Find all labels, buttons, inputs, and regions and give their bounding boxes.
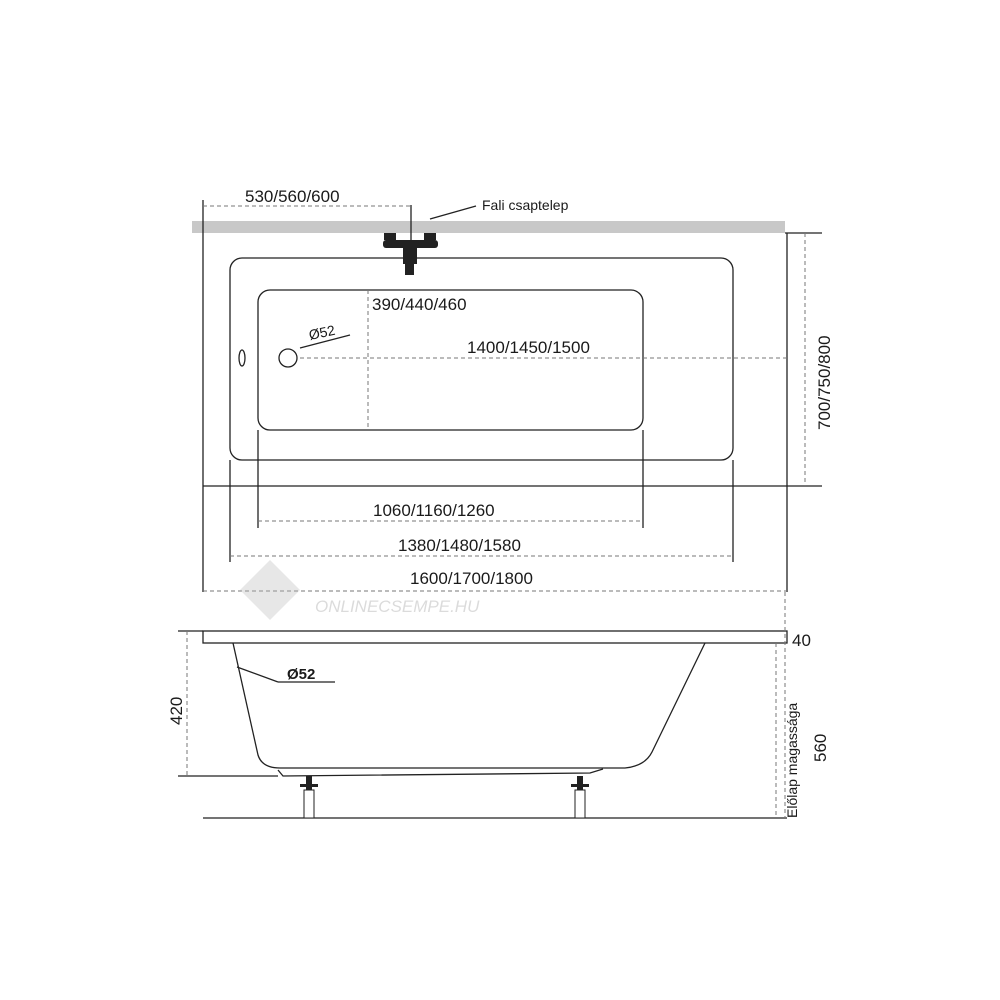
svg-text:ONLINECSEMPE.HU: ONLINECSEMPE.HU xyxy=(315,597,480,616)
overflow-icon xyxy=(238,349,246,367)
drain-icon xyxy=(278,348,298,368)
tub-rim-outline xyxy=(229,257,734,461)
tub-height-label: 420 xyxy=(167,697,186,725)
watermark-logo: ONLINECSEMPE.HU xyxy=(240,560,480,620)
front-panel-height-label: 560 xyxy=(811,734,830,762)
rim-thickness-label: 40 xyxy=(792,631,811,650)
faucet-offset-label: 530/560/600 xyxy=(245,187,340,206)
top-view: 530/560/600 Fali csaptelep 390/440/460 Ø… xyxy=(192,187,834,592)
total-length-label: 1600/1700/1800 xyxy=(410,569,533,588)
tub-body xyxy=(232,642,706,769)
front-panel-label: Előlap magassága xyxy=(784,703,800,818)
adjustable-foot-icon xyxy=(571,776,589,819)
tub-basin-outline xyxy=(257,289,644,431)
drain-offset-label: 390/440/460 xyxy=(372,295,467,314)
adjustable-foot-icon xyxy=(300,776,318,819)
wall xyxy=(192,221,785,233)
drain-diameter-side-label: Ø52 xyxy=(287,666,315,683)
inner-length-label: 1400/1450/1500 xyxy=(467,338,590,357)
inner-rim-length-label: 1380/1480/1580 xyxy=(398,536,521,555)
faucet-icon xyxy=(383,233,438,275)
basin-length-label: 1060/1160/1260 xyxy=(373,501,495,520)
width-label: 700/750/800 xyxy=(815,335,834,430)
faucet-label: Fali csaptelep xyxy=(482,197,569,213)
tub-rim xyxy=(202,630,788,644)
side-view: Ø52 40 420 Előlap magassága 560 xyxy=(167,592,830,819)
drain-diameter-top-label: Ø52 xyxy=(307,322,336,343)
